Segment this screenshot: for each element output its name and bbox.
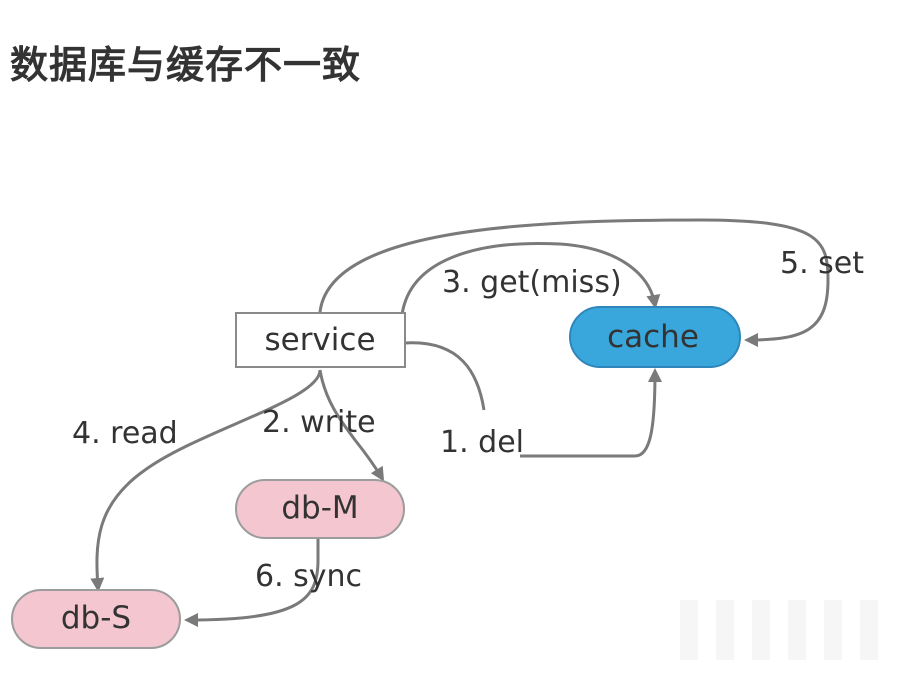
edge-del xyxy=(404,341,655,458)
edge-label-del: 1. del xyxy=(440,425,524,460)
service-node: service xyxy=(235,312,406,368)
edge-read xyxy=(90,369,322,592)
edge-label-write: 2. write xyxy=(262,405,376,440)
page-title: 数据库与缓存不一致 xyxy=(10,43,362,87)
edge-label-set: 5. set xyxy=(780,246,864,281)
edge-label-get-miss: 3. get(miss) xyxy=(442,265,622,300)
edge-sync xyxy=(184,538,320,627)
edge-label-read: 4. read xyxy=(72,416,178,451)
edge-get-miss xyxy=(400,241,661,316)
watermark-blur xyxy=(680,600,890,660)
edge-label-sync: 6. sync xyxy=(255,559,362,594)
db-m-label: db-M xyxy=(281,490,358,526)
service-label: service xyxy=(264,322,375,358)
db-s-node: db-S xyxy=(11,589,181,649)
db-m-node: db-M xyxy=(235,479,405,539)
cache-label: cache xyxy=(607,319,699,355)
edge-set xyxy=(318,218,830,347)
edge-write xyxy=(318,369,385,482)
db-s-label: db-S xyxy=(61,600,131,636)
cache-node: cache xyxy=(569,306,741,368)
